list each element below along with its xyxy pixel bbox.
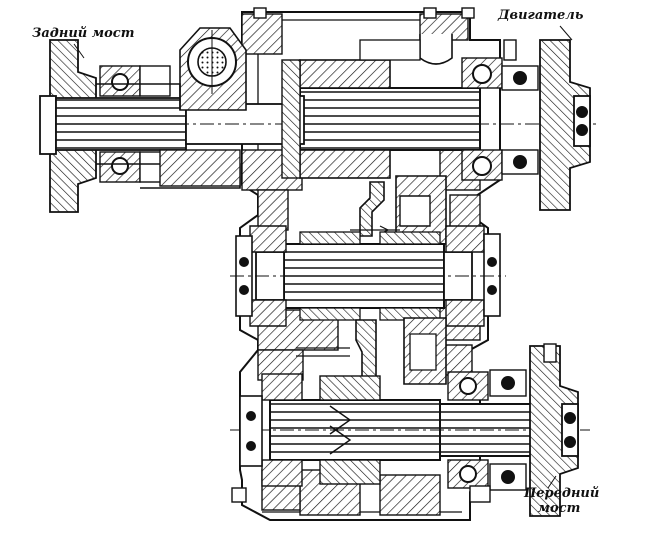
housing-walls	[241, 13, 481, 516]
top-shaft-assembly	[39, 7, 600, 213]
speedometer-drive	[179, 27, 247, 111]
top-right-bearings	[461, 57, 539, 181]
label-front-axle: Передний мост	[524, 486, 600, 516]
label-engine: Двигатель	[498, 8, 584, 23]
top-bolts	[253, 7, 517, 61]
bottom-shaft-assembly	[230, 343, 590, 517]
lower-shift-fork	[296, 317, 447, 393]
label-front-axle-line1: Передний	[524, 486, 600, 501]
label-leaders	[73, 25, 573, 489]
shift-fork	[350, 175, 447, 245]
label-front-axle-line2: мост	[537, 501, 581, 516]
top-drive-gear	[281, 59, 391, 179]
label-rear-axle: Задний мост	[32, 26, 135, 41]
